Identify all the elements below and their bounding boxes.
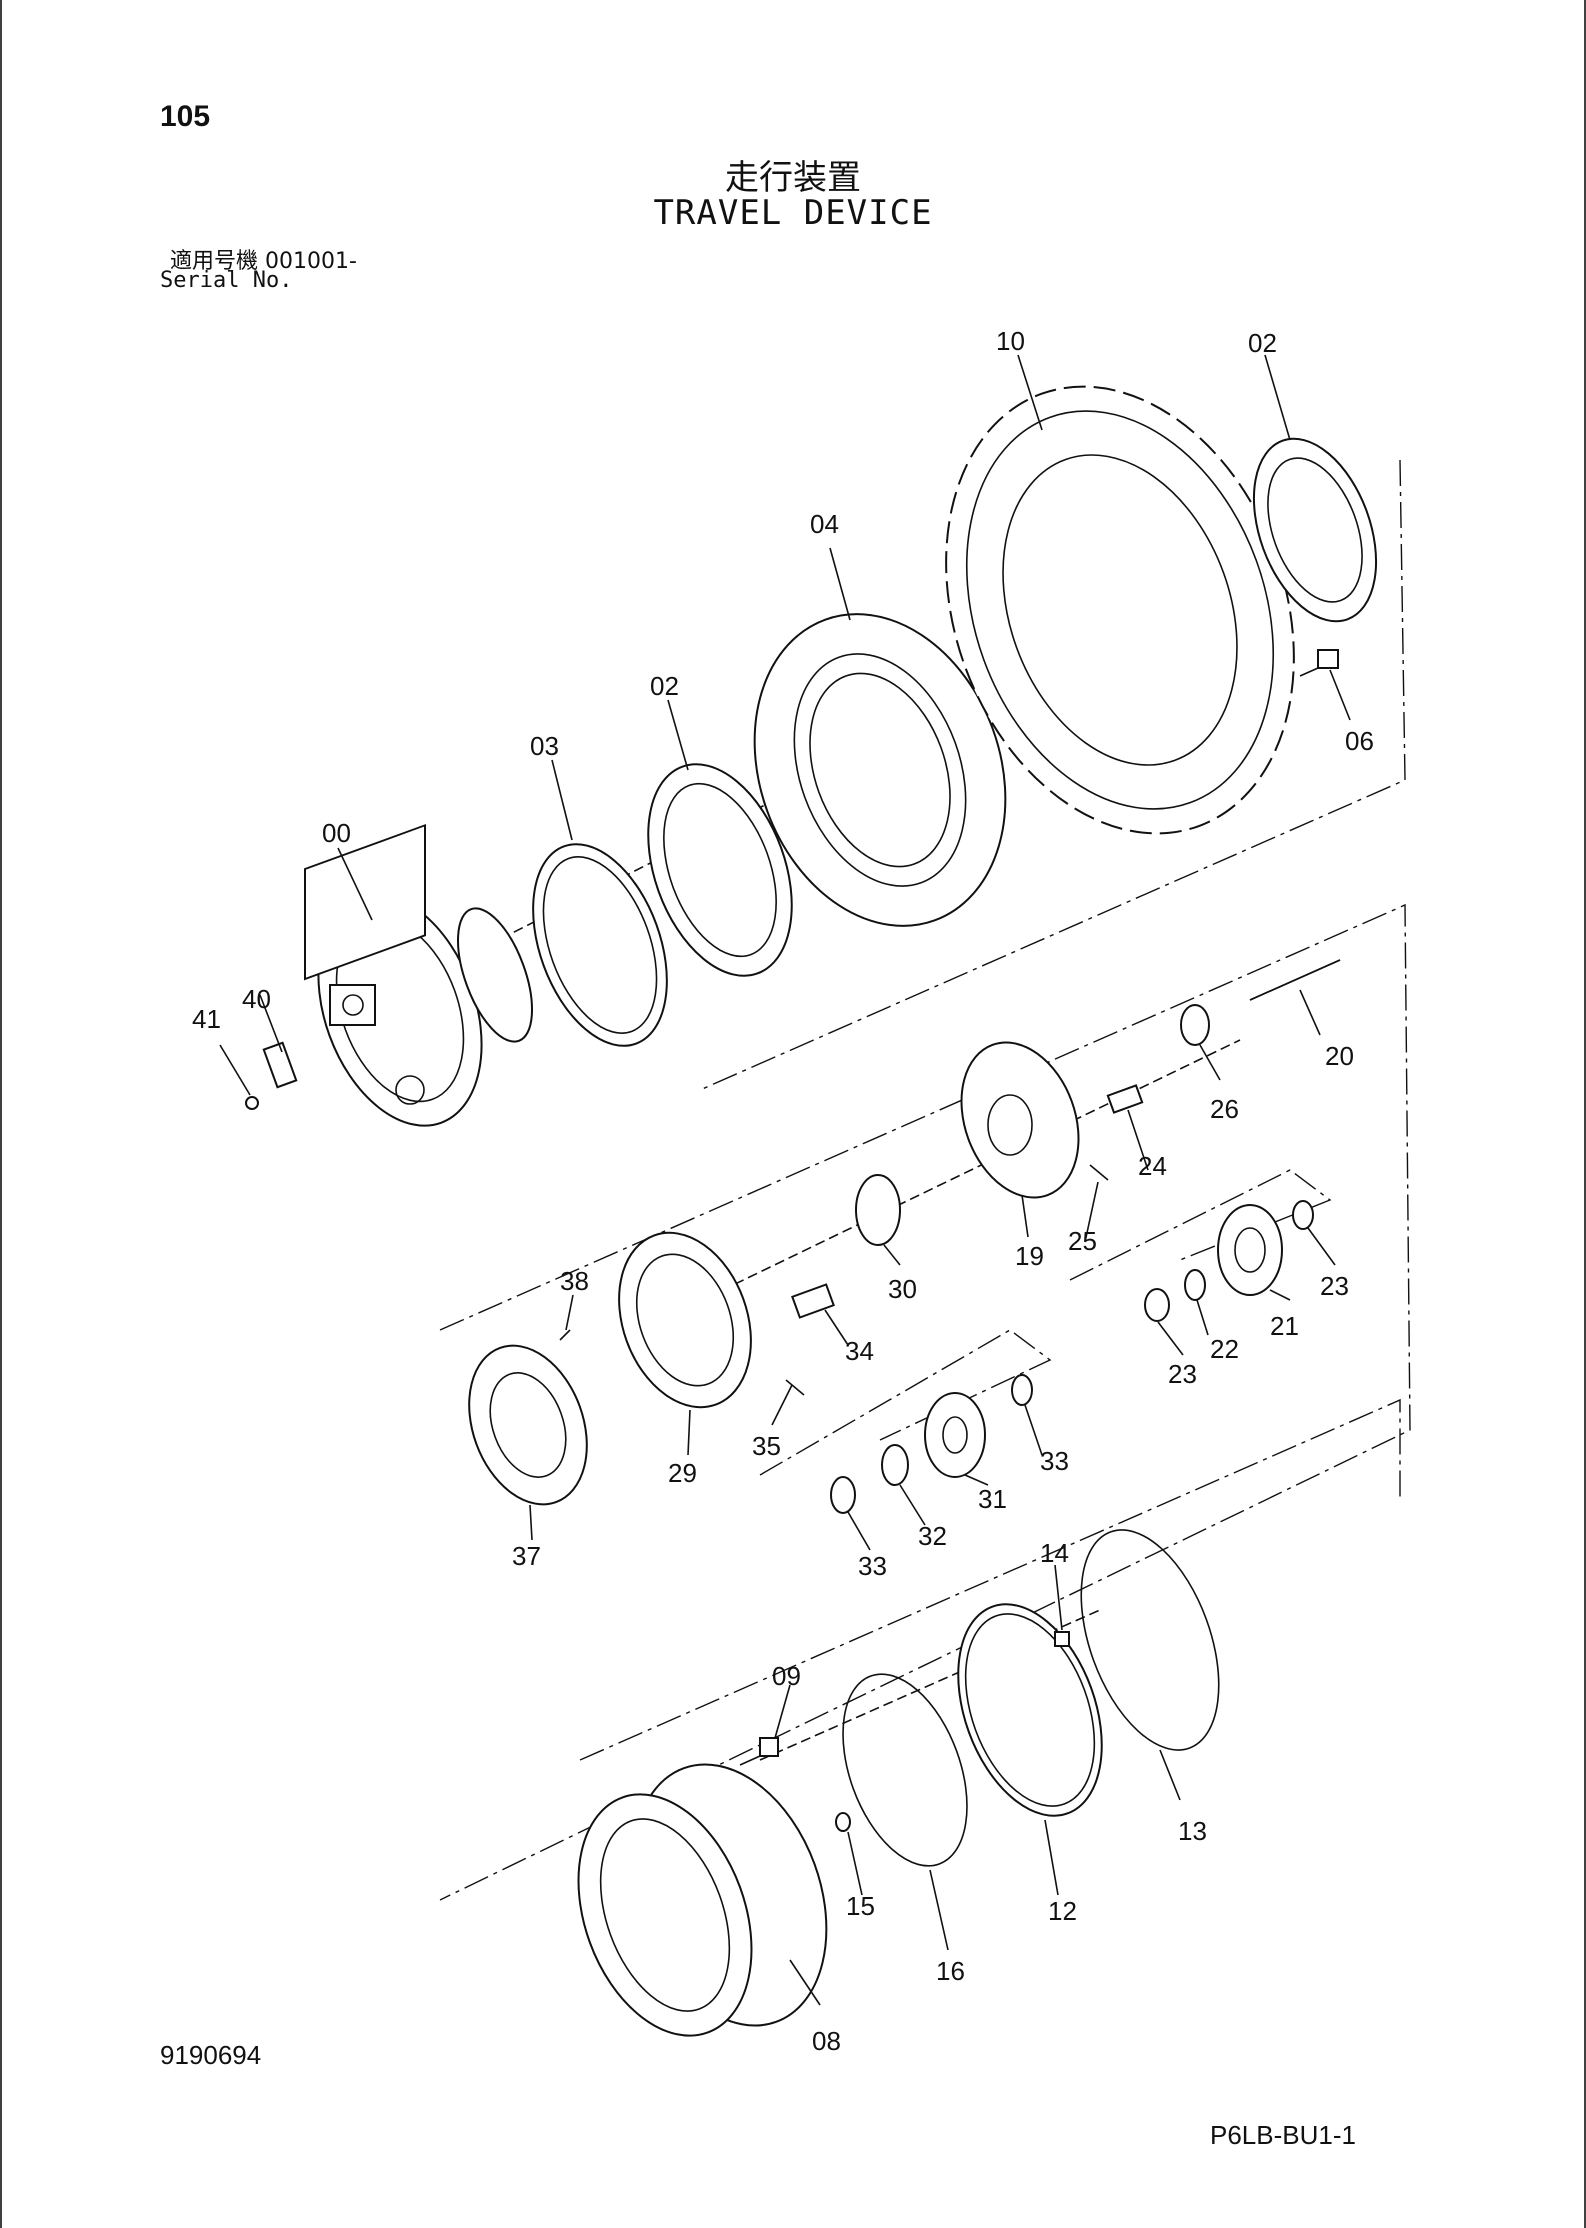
label-part-03: 03 bbox=[530, 731, 559, 761]
label-part-10: 10 bbox=[996, 326, 1025, 356]
bearing-part-upper bbox=[1252, 437, 1378, 623]
label-part-09: 09 bbox=[772, 1661, 801, 1691]
label-part-23-left: 23 bbox=[1168, 1359, 1197, 1389]
label-part-12: 12 bbox=[1048, 1896, 1077, 1926]
label-part-04: 04 bbox=[810, 509, 839, 539]
thrust-washer-part-33a bbox=[830, 1476, 856, 1514]
label-part-08: 08 bbox=[812, 2026, 841, 2056]
label-part-06: 06 bbox=[1345, 726, 1374, 756]
rivet-screw-part bbox=[245, 1096, 259, 1110]
label-part-25: 25 bbox=[1068, 1226, 1097, 1256]
label-part-02-lower: 02 bbox=[650, 671, 679, 701]
thrust-plate-part-26 bbox=[1180, 1004, 1210, 1046]
label-part-19: 19 bbox=[1015, 1241, 1044, 1271]
label-part-14: 14 bbox=[1040, 1538, 1069, 1568]
thrust-ring-part-37 bbox=[468, 1344, 588, 1506]
label-part-02-upper: 02 bbox=[1248, 328, 1277, 358]
carrier-part-19 bbox=[960, 1041, 1080, 1199]
propeller-shaft-part bbox=[1249, 959, 1341, 1001]
spring-pin-part-35 bbox=[785, 1379, 805, 1396]
thrust-washer-part-23a bbox=[1144, 1288, 1170, 1322]
bolt-part-06 bbox=[1299, 649, 1339, 677]
label-part-35: 35 bbox=[752, 1431, 781, 1461]
label-part-20: 20 bbox=[1325, 1041, 1354, 1071]
leader-lines bbox=[219, 354, 1351, 2006]
label-part-24: 24 bbox=[1138, 1151, 1167, 1181]
document-number: 9190694 bbox=[160, 2040, 262, 2070]
label-part-41: 41 bbox=[192, 1004, 221, 1034]
o-ring-part-16 bbox=[842, 1673, 968, 1867]
sun-gear-part-30 bbox=[855, 1174, 901, 1246]
axis-line-middle bbox=[639, 1039, 1241, 1331]
label-part-32: 32 bbox=[918, 1521, 947, 1551]
thrust-washer-part-23b bbox=[1292, 1200, 1314, 1230]
label-part-16: 16 bbox=[936, 1956, 965, 1986]
label-part-29: 29 bbox=[668, 1458, 697, 1488]
label-part-30: 30 bbox=[888, 1274, 917, 1304]
planet-gear-part-31 bbox=[924, 1392, 986, 1478]
cover-part-12 bbox=[957, 1603, 1103, 1817]
label-part-13: 13 bbox=[1178, 1816, 1207, 1846]
travel-motor-part bbox=[304, 823, 533, 1127]
serial-label-japanese: 適用号機 001001- bbox=[170, 249, 357, 274]
needle-bearing-part-22 bbox=[1184, 1269, 1206, 1301]
reference-code: P6LB-BU1-1 bbox=[1210, 2120, 1356, 2150]
thrust-washer-part-33b bbox=[1011, 1374, 1033, 1406]
serial-label-english: Serial No. bbox=[160, 268, 293, 293]
title-english: TRAVEL DEVICE bbox=[653, 193, 933, 233]
pin-part-34 bbox=[791, 1283, 835, 1319]
plug-part-38 bbox=[559, 1329, 571, 1341]
ring-gear-part-08 bbox=[577, 1763, 828, 2037]
label-part-33-left: 33 bbox=[858, 1551, 887, 1581]
group-boundary-middle bbox=[439, 903, 1411, 1901]
spring-pin-part-25 bbox=[1089, 1164, 1109, 1181]
pin-part-24 bbox=[1106, 1084, 1144, 1114]
label-part-34: 34 bbox=[845, 1336, 874, 1366]
group-boundary-upper bbox=[699, 459, 1406, 1091]
label-part-37: 37 bbox=[512, 1541, 541, 1571]
planet-gear-part-21 bbox=[1217, 1204, 1283, 1296]
label-part-26: 26 bbox=[1210, 1094, 1239, 1124]
label-part-21: 21 bbox=[1270, 1311, 1299, 1341]
o-ring-part-13 bbox=[1080, 1529, 1220, 1751]
label-part-22: 22 bbox=[1210, 1334, 1239, 1364]
carrier-part-29 bbox=[618, 1231, 752, 1409]
label-part-38: 38 bbox=[560, 1266, 589, 1296]
bearing-part-lower bbox=[647, 763, 793, 977]
nameplate-part bbox=[262, 1041, 298, 1089]
group-boundary-gear-2 bbox=[1069, 1169, 1332, 1281]
page-number: 105 bbox=[160, 100, 211, 133]
needle-bearing-part-32 bbox=[881, 1444, 909, 1486]
label-part-33-right: 33 bbox=[1040, 1446, 1069, 1476]
group-boundary-lower bbox=[579, 1398, 1401, 1761]
label-part-40: 40 bbox=[242, 984, 271, 1014]
housing-part bbox=[753, 613, 1007, 927]
title-japanese: 走行装置 bbox=[725, 158, 861, 198]
floating-seal-part bbox=[532, 843, 668, 1047]
label-part-23-right: 23 bbox=[1320, 1271, 1349, 1301]
plug-part-14 bbox=[1054, 1631, 1070, 1647]
bolt-part-09 bbox=[739, 1737, 779, 1766]
label-part-15: 15 bbox=[846, 1891, 875, 1921]
label-part-31: 31 bbox=[978, 1484, 1007, 1514]
label-part-00: 00 bbox=[322, 818, 351, 848]
plug-part-15 bbox=[835, 1812, 851, 1832]
